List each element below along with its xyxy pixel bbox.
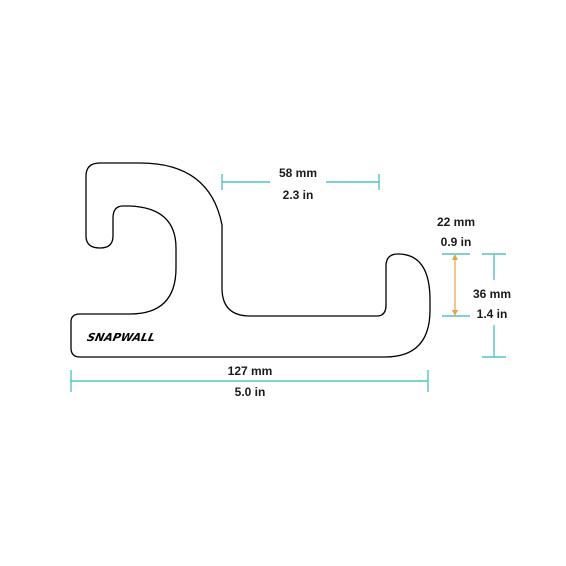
hook-opening-mm-label: 22 mm bbox=[437, 215, 475, 229]
snapwall-logo: SNAPWALL bbox=[86, 331, 157, 344]
total-width-mm-label: 127 mm bbox=[228, 364, 273, 378]
total-width-in-label: 5.0 in bbox=[235, 385, 266, 399]
top-width-in-label: 2.3 in bbox=[283, 188, 314, 202]
arrow-up-icon bbox=[452, 254, 458, 260]
hook-outline bbox=[70, 162, 431, 358]
hook-opening-in-label: 0.9 in bbox=[441, 235, 472, 249]
hook-opening-dimension: 22 mm 0.9 in bbox=[437, 215, 475, 317]
arrow-down-icon bbox=[452, 310, 458, 316]
hook-height-dimension: 36 mm 1.4 in bbox=[473, 253, 511, 358]
top-width-mm-label: 58 mm bbox=[279, 166, 317, 180]
total-width-dimension: 127 mm 5.0 in bbox=[70, 364, 429, 399]
hook-height-mm-label: 36 mm bbox=[473, 287, 511, 301]
hook-height-in-label: 1.4 in bbox=[477, 307, 508, 321]
top-width-dimension: 58 mm 2.3 in bbox=[221, 166, 380, 202]
